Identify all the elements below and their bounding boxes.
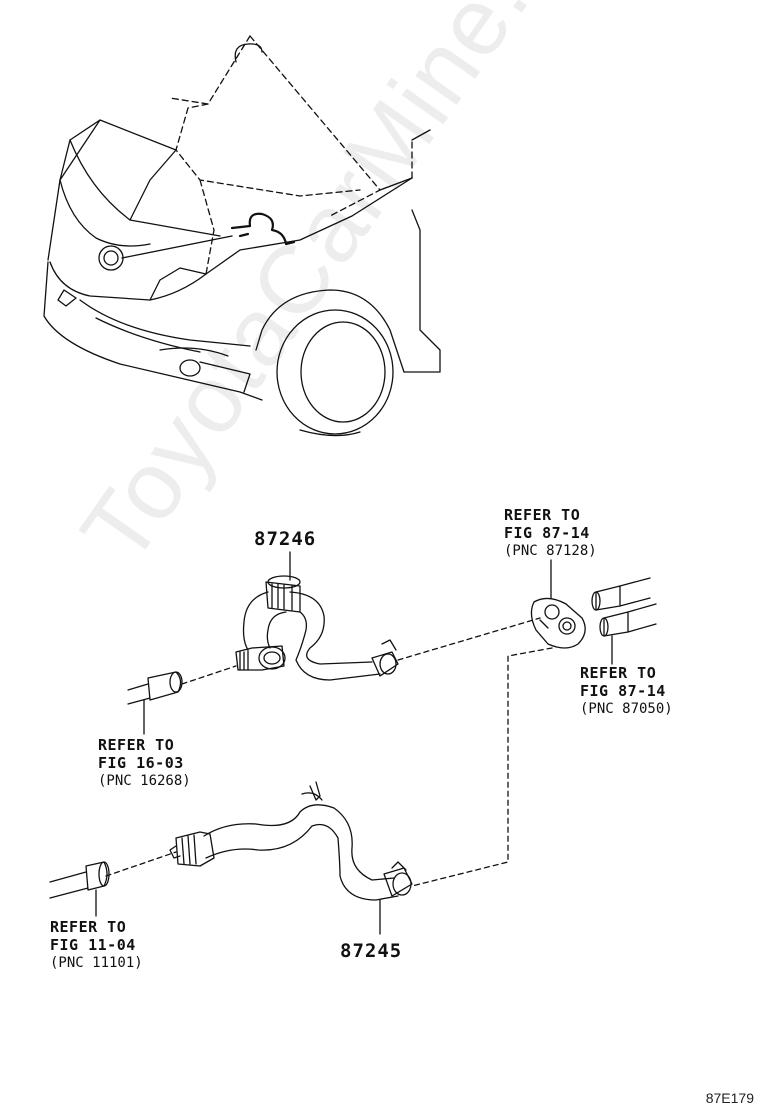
ref-label-line1: REFER TO [580, 664, 657, 682]
fitting-87128-drawing [530, 559, 586, 649]
part-number-87246: 87246 [254, 528, 317, 550]
ref-label-line2: FIG 16-03 [98, 754, 184, 772]
part-number-87245: 87245 [340, 940, 403, 962]
ref-label-line1: REFER TO [504, 506, 581, 524]
hose-87246-drawing [181, 551, 541, 685]
car-front-illustration [43, 35, 441, 437]
ref-label-line3: (PNC 87050) [580, 701, 673, 717]
ref-label-line3: (PNC 87128) [504, 543, 597, 559]
ref-label-line2: FIG 87-14 [504, 524, 590, 542]
ref-label-line3: (PNC 11101) [50, 955, 143, 971]
ref-label-line2: FIG 11-04 [50, 936, 136, 954]
pipes-87050-drawing [591, 577, 657, 665]
ref-label-line2: FIG 87-14 [580, 682, 666, 700]
hose-87245-drawing [105, 781, 413, 935]
pipe-16268-drawing [127, 671, 183, 735]
ref-label-line1: REFER TO [50, 918, 127, 936]
ref-label-line3: (PNC 16268) [98, 773, 191, 789]
ref-label-line1: REFER TO [98, 736, 175, 754]
pipe-11101-drawing [49, 861, 110, 917]
diagram-id: 87E179 [705, 1090, 754, 1106]
